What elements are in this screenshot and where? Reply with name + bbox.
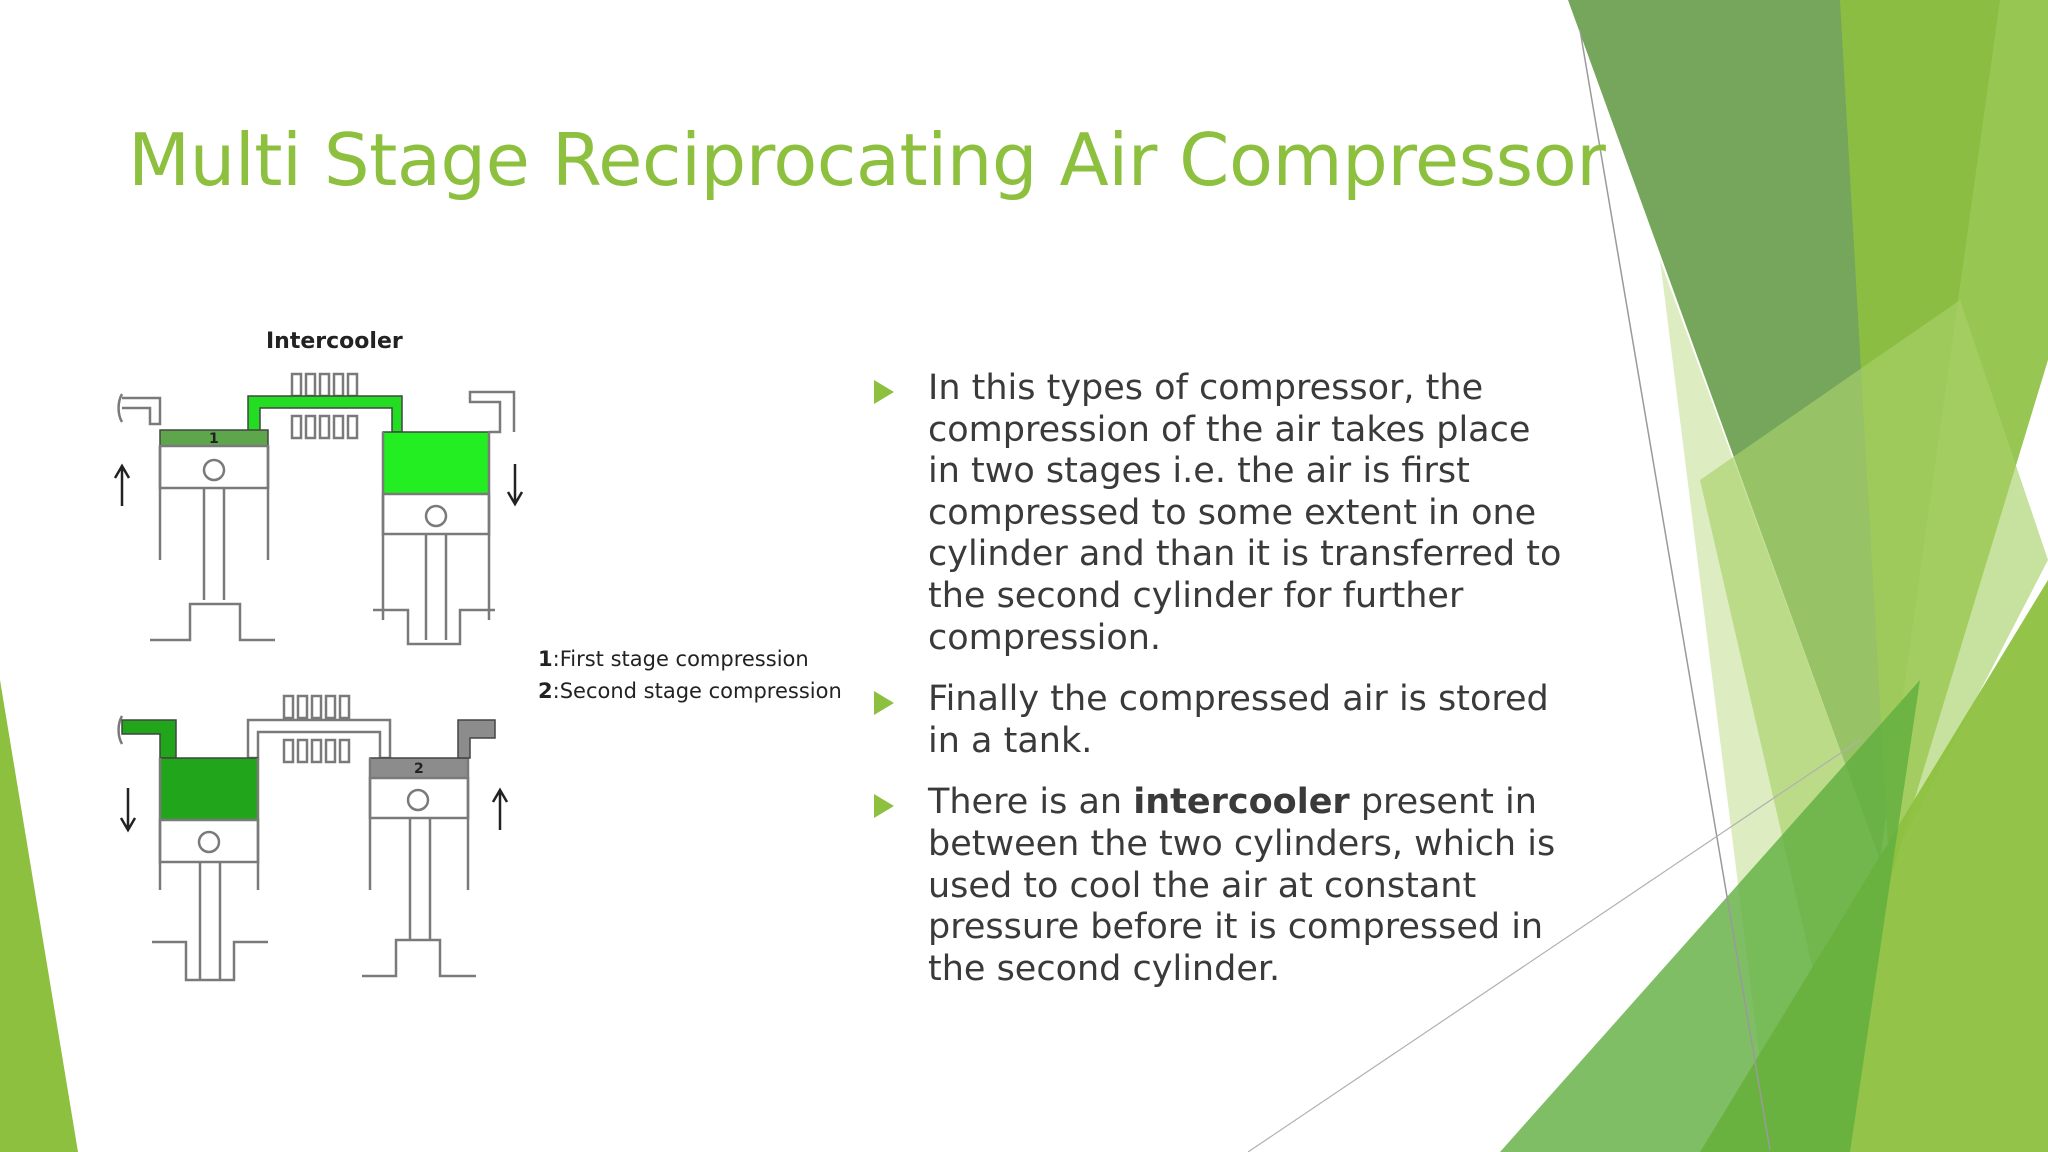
bottom-green-shard: [1500, 680, 1920, 1152]
bullet-text-before: There is an: [928, 782, 1134, 823]
bullet-triangle-icon: [874, 380, 894, 404]
bullet-text: Finally the compressed air is stored in …: [928, 679, 1549, 761]
outlet-pipe-bottom: [457, 719, 496, 759]
intercooler-pipe-top: [247, 395, 403, 433]
bullet-item-1: In this types of compressor, the compres…: [870, 368, 1570, 659]
inlet-pipe-top: [122, 396, 162, 426]
crank-2-bottom: [362, 938, 476, 978]
connecting-rod-2-bottom: [408, 818, 432, 940]
bullet-text-after: present in between the two cylinders, wh…: [928, 782, 1556, 989]
left-green-triangle: [0, 680, 78, 1152]
piston-1: [158, 444, 270, 490]
piston-2-pin: [424, 504, 448, 528]
intercooler-label: Intercooler: [266, 329, 403, 354]
intercooler-fins-bottom: [282, 694, 351, 764]
cylinder-1-gas-bottom: [159, 757, 259, 821]
crank-1-bottom: [152, 940, 268, 982]
cylinder-2-number-bottom: 2: [414, 761, 424, 777]
inlet-valve-bottom: [117, 715, 124, 745]
legend-item-1: 1:First stage compression: [538, 647, 809, 671]
arrow-down-icon-bottom: [119, 788, 137, 833]
cylinder-1-number: 1: [209, 431, 219, 447]
connecting-rod-1-bottom: [198, 862, 222, 980]
decor-line-1: [1579, 29, 1771, 1151]
bullet-item-2: Finally the compressed air is stored in …: [870, 679, 1570, 762]
piston-2-pin-bottom: [406, 788, 430, 812]
cylinder-1-walls: [158, 446, 270, 560]
bullet-item-3: There is an intercooler present in betwe…: [870, 782, 1570, 990]
arrow-up-icon-bottom: [491, 787, 509, 830]
piston-2-bottom: [368, 776, 470, 820]
inlet-valve-top: [117, 393, 124, 423]
piston-1-pin: [202, 458, 226, 482]
cylinder-2-gas: [382, 431, 490, 495]
legend-key-1: 1: [538, 647, 553, 671]
arrow-down-icon: [506, 464, 524, 507]
connecting-rod-1: [202, 488, 226, 600]
legend-text-2: :Second stage compression: [553, 679, 842, 703]
slide-title: Multi Stage Reciprocating Air Compressor: [128, 118, 1606, 202]
crank-1: [150, 602, 275, 642]
connecting-rod-2: [424, 534, 448, 640]
bullet-bold-term: intercooler: [1133, 782, 1350, 823]
legend-item-2: 2:Second stage compression: [538, 679, 842, 703]
legend-key-2: 2: [538, 679, 553, 703]
piston-1-bottom: [158, 818, 260, 864]
inlet-pipe-bottom: [121, 719, 177, 759]
outlet-pipe-top: [468, 390, 516, 434]
crank-2: [373, 608, 495, 646]
light-green-shard: [1700, 300, 2048, 1000]
bullet-list: In this types of compressor, the compres…: [870, 368, 1570, 1010]
arrow-up-icon: [113, 463, 131, 506]
decor-line-2: [1247, 739, 1861, 1152]
bullet-triangle-icon: [874, 794, 894, 819]
legend-text-1: :First stage compression: [553, 647, 809, 671]
bullet-text: In this types of compressor, the compres…: [928, 368, 1562, 658]
compressor-diagram: Intercooler 1: [113, 329, 842, 982]
piston-2: [381, 492, 491, 536]
bullet-triangle-icon: [874, 691, 894, 716]
piston-1-pin-bottom: [197, 830, 221, 854]
